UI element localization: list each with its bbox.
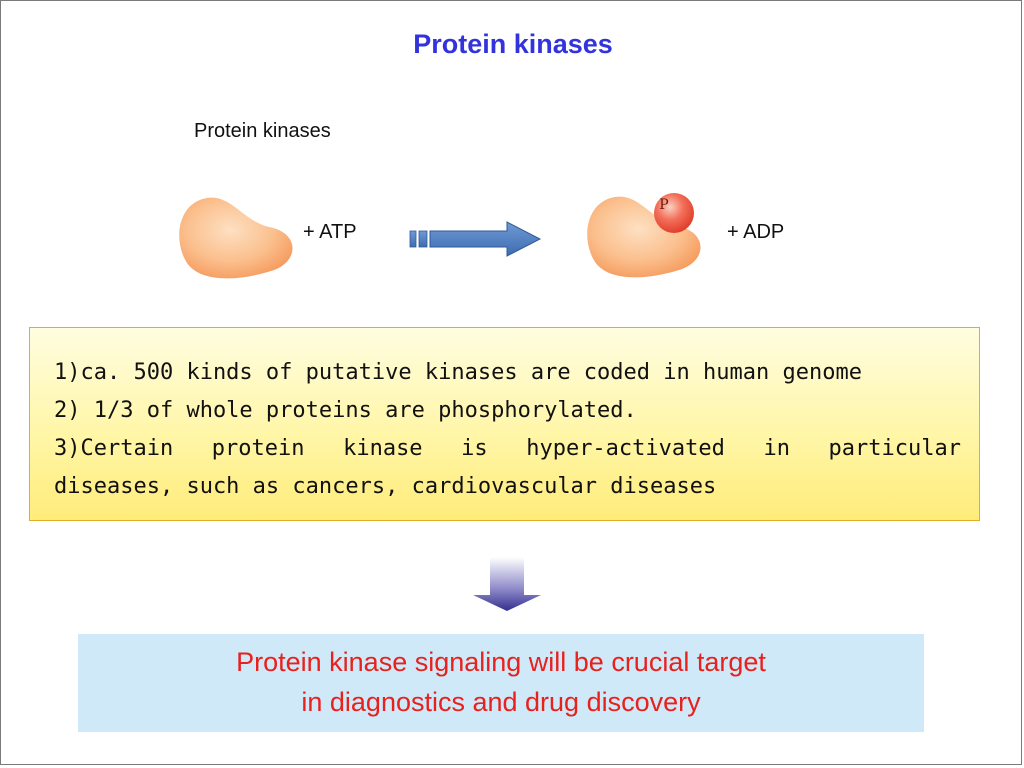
down-arrow-icon: [473, 557, 541, 611]
phosphorylation-diagram: P + ATP + ADP: [1, 1, 1024, 321]
facts-box: 1)ca. 500 kinds of putative kinases are …: [29, 327, 980, 521]
product-protein-shape: [587, 196, 701, 278]
fact-line-2: 2) 1/3 of whole proteins are phosphoryla…: [54, 398, 637, 423]
reaction-arrow: [429, 221, 542, 257]
conclusion-box: Protein kinase signaling will be crucial…: [78, 634, 924, 732]
slide-title: Protein kinases: [413, 29, 613, 59]
arrow-tail-bar: [418, 230, 428, 248]
fact-line-3: 3)Certain protein kinase is hyper-activa…: [54, 436, 961, 461]
arrow-tail-bar: [409, 230, 417, 248]
conclusion-line-1: Protein kinase signaling will be crucial…: [236, 647, 766, 677]
fact-line-3-continued: diseases, such as cancers, cardiovascula…: [54, 474, 717, 499]
phosphate-label: P: [659, 197, 668, 213]
reaction-graphic: P: [179, 193, 701, 279]
fact-line-1: 1)ca. 500 kinds of putative kinases are …: [54, 360, 862, 385]
phosphate-group: [654, 193, 694, 233]
diagram-subtitle: Protein kinases: [194, 120, 331, 142]
reactant-atp-label: + ATP: [303, 221, 357, 243]
product-adp-label: + ADP: [727, 221, 785, 243]
conclusion-line-2: in diagnostics and drug discovery: [301, 687, 701, 717]
reactant-protein-shape: [179, 197, 293, 279]
